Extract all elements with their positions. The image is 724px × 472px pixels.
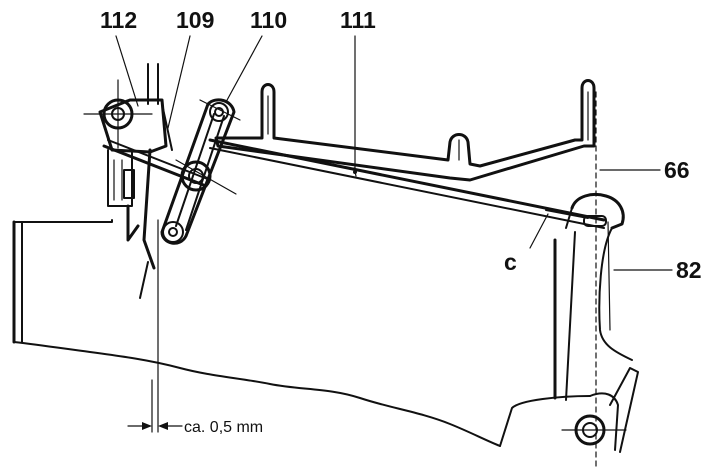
label-c: c <box>504 249 517 275</box>
label-111: 111 <box>340 7 376 33</box>
lever-82-centerline <box>595 91 611 467</box>
label-82: 82 <box>676 257 702 283</box>
label-66: 66 <box>664 157 690 183</box>
label-112: 112 <box>100 7 137 33</box>
lever-110 <box>160 98 241 245</box>
bracket-112 <box>83 63 173 299</box>
label-109: 109 <box>176 7 214 33</box>
label-clearance: ca. 0,5 mm <box>184 419 263 436</box>
frame-66 <box>214 79 596 182</box>
leader-lines <box>115 35 673 271</box>
lower-pivot <box>561 414 627 446</box>
slide-109 <box>102 139 211 188</box>
label-110: 110 <box>250 7 287 33</box>
clearance-reference <box>127 219 183 433</box>
housing-body <box>12 193 639 453</box>
rod-111 <box>208 138 607 229</box>
